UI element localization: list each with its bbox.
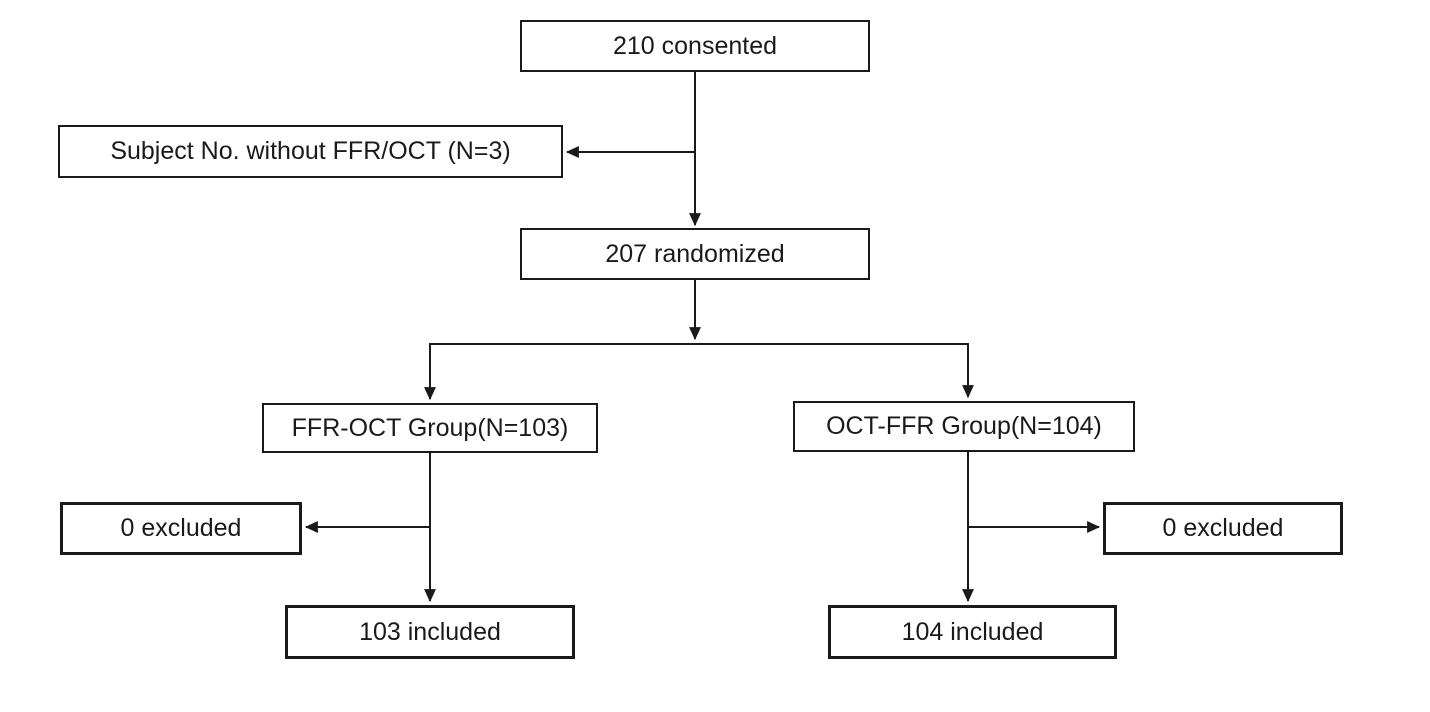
flow-node-included-left: 103 included	[285, 605, 575, 659]
flow-node-randomized: 207 randomized	[520, 228, 870, 280]
flow-node-included-right: 104 included	[828, 605, 1117, 659]
flow-node-consented: 210 consented	[520, 20, 870, 72]
flow-node-without-ffr-oct: Subject No. without FFR/OCT (N=3)	[58, 125, 563, 178]
flow-node-oct-ffr-group: OCT-FFR Group(N=104)	[793, 401, 1135, 452]
flow-node-ffr-oct-group: FFR-OCT Group(N=103)	[262, 403, 598, 453]
flow-node-excluded-left: 0 excluded	[60, 502, 302, 555]
flow-node-excluded-right: 0 excluded	[1103, 502, 1343, 555]
